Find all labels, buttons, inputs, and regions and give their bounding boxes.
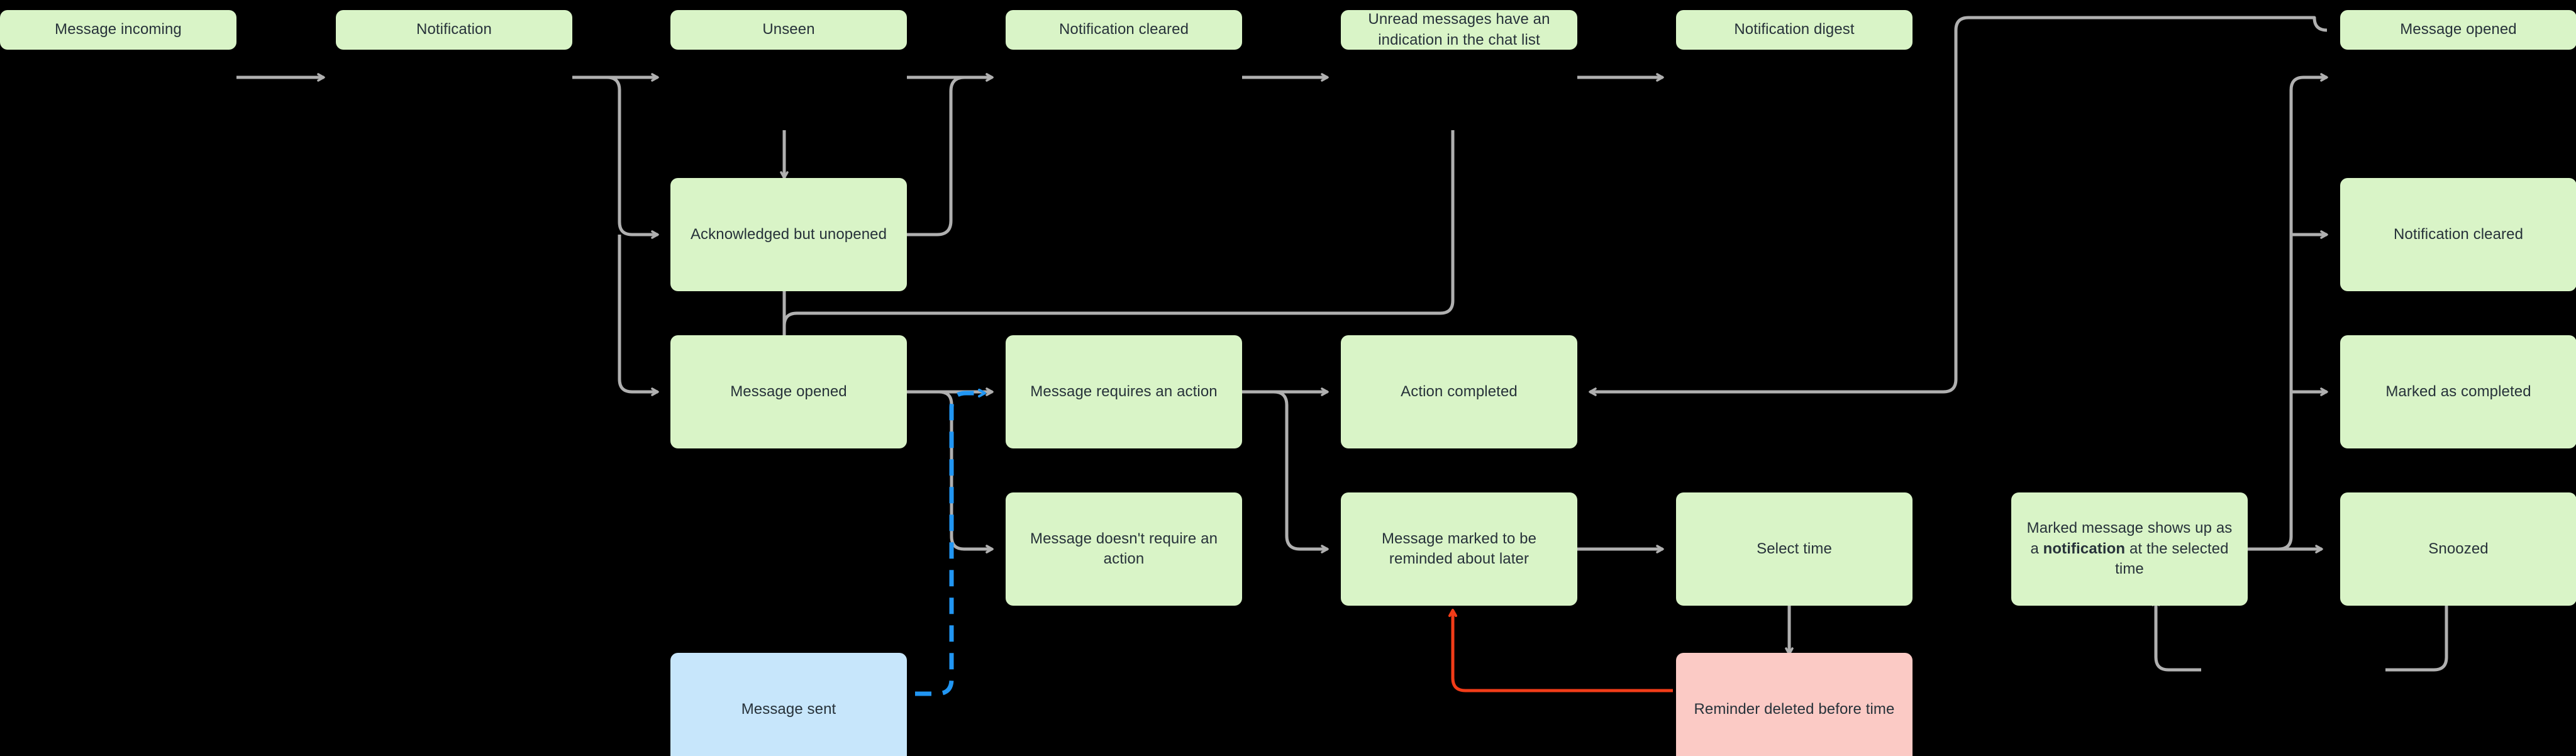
node-label: Notification cleared bbox=[2393, 225, 2524, 243]
node-acknowledged-but-unopened[interactable]: Acknowledged but unopened bbox=[670, 178, 907, 291]
node-label: Action completed bbox=[1401, 382, 1518, 400]
edge-notification-to-message-opened bbox=[618, 235, 659, 396]
node-label-post: at the selected time bbox=[2115, 540, 2229, 578]
node-message-incoming[interactable]: Message incoming bbox=[0, 10, 236, 50]
edge-snoozed-loop-down bbox=[2385, 593, 2448, 672]
node-label: Marked as completed bbox=[2385, 382, 2531, 400]
node-message-requires-an-action[interactable]: Message requires an action bbox=[1006, 335, 1242, 448]
node-label: Select time bbox=[1757, 540, 1832, 557]
node-label: Message opened bbox=[2400, 21, 2517, 38]
node-label: Message doesn't require an action bbox=[1030, 530, 1218, 567]
node-marked-message-shows-as-notification[interactable]: Marked message shows up as a notificatio… bbox=[2011, 492, 2248, 606]
edge-reminder-deleted-to-remind-later bbox=[1448, 609, 1673, 692]
edge-notification-to-acknowledged bbox=[572, 75, 659, 239]
node-snoozed[interactable]: Snoozed bbox=[2340, 492, 2576, 606]
node-label: Message opened bbox=[730, 382, 847, 400]
node-unread-indication[interactable]: Unread messages have an indication in th… bbox=[1341, 10, 1577, 50]
edge-message-opened-right-to-action-completed bbox=[1589, 16, 2328, 396]
node-notification[interactable]: Notification bbox=[336, 10, 572, 50]
node-message-sent[interactable]: Message sent bbox=[670, 653, 907, 756]
edge-unread-to-message-opened bbox=[780, 130, 1455, 368]
node-label-bold: notification bbox=[2043, 540, 2126, 557]
node-label: Notification cleared bbox=[1058, 21, 1189, 38]
node-message-opened-right[interactable]: Message opened bbox=[2340, 10, 2576, 50]
edge-message-sent-to-requires-action bbox=[915, 389, 986, 696]
node-notification-cleared-top[interactable]: Notification cleared bbox=[1006, 10, 1242, 50]
node-label: Reminder deleted before time bbox=[1694, 700, 1895, 718]
node-label-pre: Marked message shows up as a bbox=[2026, 520, 2233, 557]
node-notification-cleared-right[interactable]: Notification cleared bbox=[2340, 178, 2576, 291]
node-marked-as-completed[interactable]: Marked as completed bbox=[2340, 335, 2576, 448]
node-reminder-deleted-before-time[interactable]: Reminder deleted before time bbox=[1676, 653, 1913, 756]
node-label: Marked message shows up as a notificatio… bbox=[2021, 518, 2238, 579]
node-label: Notification bbox=[416, 21, 492, 38]
node-message-opened[interactable]: Message opened bbox=[670, 335, 907, 448]
node-select-time[interactable]: Select time bbox=[1676, 492, 1913, 606]
node-label: Unread messages have an indication in th… bbox=[1368, 11, 1550, 48]
node-label: Message sent bbox=[741, 700, 836, 718]
edge-requires-action-to-remind-later bbox=[1242, 390, 1329, 553]
edge-snoozed-loop-to-marked-shows bbox=[2151, 598, 2201, 672]
edge-acknowledged-to-notification-cleared bbox=[907, 73, 994, 236]
node-label: Message incoming bbox=[55, 21, 182, 38]
node-unseen[interactable]: Unseen bbox=[670, 10, 907, 50]
node-message-marked-to-be-reminded[interactable]: Message marked to be reminded about late… bbox=[1341, 492, 1577, 606]
node-message-doesnt-require-an-action[interactable]: Message doesn't require an action bbox=[1006, 492, 1242, 606]
node-label: Message requires an action bbox=[1030, 382, 1218, 400]
node-action-completed[interactable]: Action completed bbox=[1341, 335, 1577, 448]
edge-marked-shows-to-message-opened-right bbox=[2278, 73, 2328, 551]
node-label: Notification digest bbox=[1734, 21, 1855, 38]
node-label: Snoozed bbox=[2428, 540, 2489, 557]
node-notification-digest[interactable]: Notification digest bbox=[1676, 10, 1913, 50]
node-label: Unseen bbox=[762, 21, 815, 38]
node-label: Message marked to be reminded about late… bbox=[1381, 530, 1537, 567]
node-label: Acknowledged but unopened bbox=[690, 225, 887, 243]
